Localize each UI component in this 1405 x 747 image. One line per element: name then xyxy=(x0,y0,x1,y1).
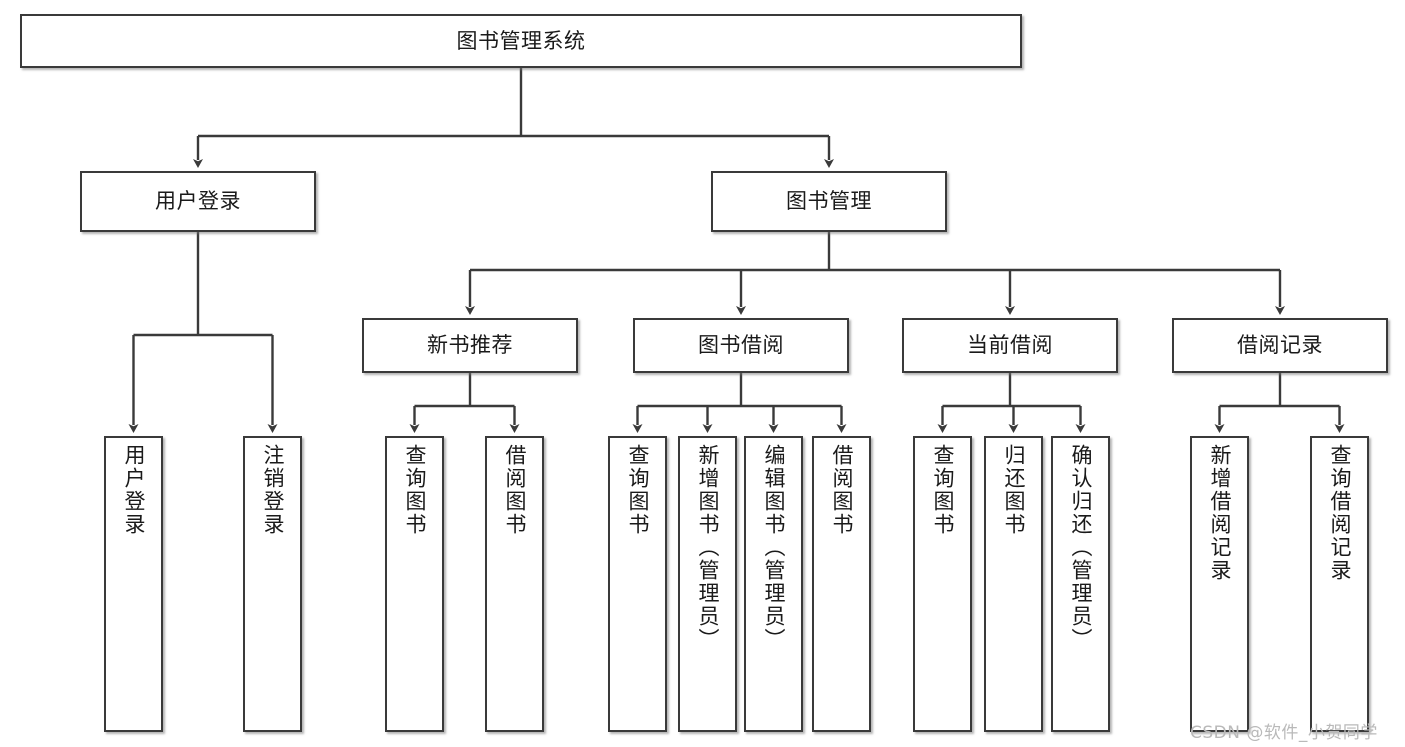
csdn-watermark: CSDN @软件_小贺同学 xyxy=(1190,723,1378,743)
node-borrow-record[interactable]: 借阅记录 xyxy=(1172,318,1388,373)
node-label: 用户登录 xyxy=(122,444,146,536)
node-leaf-query-record[interactable]: 查询借阅记录 xyxy=(1310,436,1369,732)
node-current-borrow[interactable]: 当前借阅 xyxy=(902,318,1118,373)
node-user-login[interactable]: 用户登录 xyxy=(80,171,316,232)
node-label: 图书借阅 xyxy=(698,333,784,358)
node-label: 查询图书 xyxy=(403,444,427,536)
node-label: 确认归还（管理员） xyxy=(1069,444,1093,651)
node-leaf-logout[interactable]: 注销登录 xyxy=(243,436,302,732)
node-leaf-query-book-2[interactable]: 查询图书 xyxy=(608,436,667,732)
node-label: 借阅图书 xyxy=(830,444,854,536)
node-label: 归还图书 xyxy=(1002,444,1026,536)
node-leaf-confirm-ret[interactable]: 确认归还（管理员） xyxy=(1051,436,1110,732)
node-label: 查询借阅记录 xyxy=(1328,444,1352,582)
node-leaf-add-record[interactable]: 新增借阅记录 xyxy=(1190,436,1249,732)
node-label: 新增借阅记录 xyxy=(1208,444,1232,582)
node-leaf-add-book[interactable]: 新增图书（管理员） xyxy=(678,436,737,732)
node-label: 查询图书 xyxy=(626,444,650,536)
node-leaf-borrow-book-1[interactable]: 借阅图书 xyxy=(485,436,544,732)
node-label: 编辑图书（管理员） xyxy=(762,444,786,651)
node-label: 图书管理系统 xyxy=(456,28,586,53)
node-label: 当前借阅 xyxy=(967,333,1053,358)
node-leaf-borrow-book-2[interactable]: 借阅图书 xyxy=(812,436,871,732)
node-label: 图书管理 xyxy=(786,189,872,214)
node-label: 新书推荐 xyxy=(427,333,513,358)
node-leaf-return-book[interactable]: 归还图书 xyxy=(984,436,1043,732)
node-leaf-query-book-3[interactable]: 查询图书 xyxy=(913,436,972,732)
node-root[interactable]: 图书管理系统 xyxy=(20,14,1022,68)
node-leaf-query-book-1[interactable]: 查询图书 xyxy=(385,436,444,732)
node-book-borrow[interactable]: 图书借阅 xyxy=(633,318,849,373)
node-label: 注销登录 xyxy=(261,444,285,536)
node-label: 查询图书 xyxy=(931,444,955,536)
node-label: 用户登录 xyxy=(155,189,241,214)
node-new-book-rec[interactable]: 新书推荐 xyxy=(362,318,578,373)
node-label: 新增图书（管理员） xyxy=(696,444,720,651)
node-label: 借阅记录 xyxy=(1237,333,1323,358)
node-label: 借阅图书 xyxy=(503,444,527,536)
node-leaf-user-login[interactable]: 用户登录 xyxy=(104,436,163,732)
node-book-manage[interactable]: 图书管理 xyxy=(711,171,947,232)
node-leaf-edit-book[interactable]: 编辑图书（管理员） xyxy=(744,436,803,732)
